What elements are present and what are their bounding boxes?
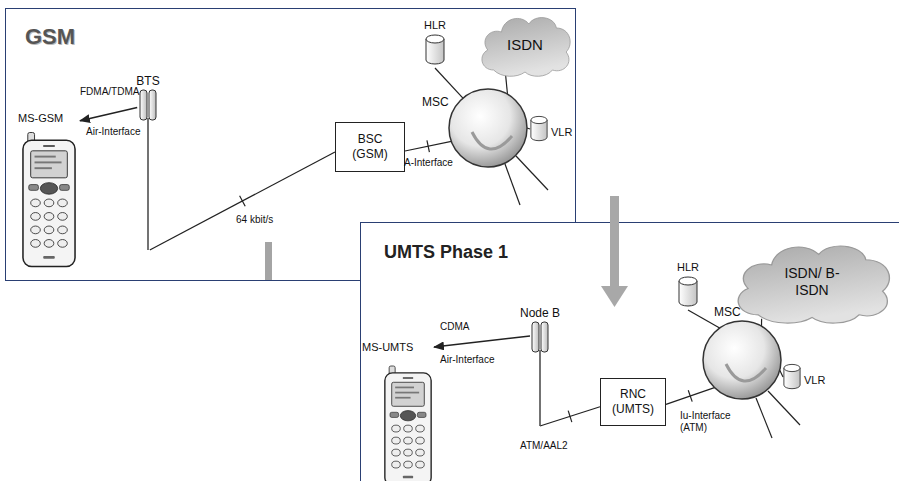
- database-icon: [530, 115, 548, 143]
- phone-icon: [22, 131, 76, 269]
- interface-tick: [240, 196, 246, 207]
- connector: [540, 407, 600, 426]
- air-interface-label: Air-Interface: [440, 354, 494, 366]
- network-label: ISDN: [507, 36, 543, 54]
- network-label: ISDN/ B-ISDN: [781, 265, 843, 299]
- database-cylinder: VLR: [783, 362, 828, 392]
- station-label: BTS: [130, 74, 166, 88]
- transition-bar: [265, 242, 272, 280]
- base-station: Node B: [515, 306, 565, 426]
- switch-circle: MSC: [702, 320, 782, 400]
- network-cloud: ISDN: [476, 10, 574, 80]
- switch-label: MSC: [714, 305, 741, 319]
- network-panel: UMTS Phase 1 MS-UMTS Node B RNC (UMTS) MSC HL…: [360, 222, 899, 481]
- umts-panel-frame: [361, 223, 899, 481]
- database-cylinder: VLR: [530, 115, 575, 143]
- connector: [435, 68, 463, 98]
- edge-label-holder: ATM/AAL2: [520, 440, 568, 452]
- interface-label: CDMA: [440, 321, 469, 333]
- trunk-line: [768, 391, 800, 425]
- interface-label: ATM/AAL2: [520, 440, 568, 452]
- label-holder: Air-Interface: [86, 126, 140, 138]
- database-label: VLR: [804, 373, 825, 387]
- evolution-arrow-head: [601, 286, 628, 307]
- edge-label-holder: FDMA/TDMA: [80, 86, 139, 98]
- database-cylinder: HLR: [672, 260, 704, 310]
- database-label: VLR: [551, 125, 572, 139]
- database-label: HLR: [420, 18, 450, 32]
- base-station: BTS: [130, 74, 166, 250]
- connector: [150, 152, 335, 250]
- switch-disc: [448, 88, 528, 168]
- phone-icon: [384, 364, 432, 481]
- switch-label: MSC: [422, 95, 449, 109]
- station-label: MS-GSM: [18, 111, 80, 125]
- antenna-mast: [130, 88, 166, 250]
- database-label: HLR: [672, 260, 704, 274]
- edge-label-holder: 64 kbit/s: [236, 214, 273, 226]
- edge-label-holder: A-Interface: [404, 157, 453, 169]
- edge-label-holder: Iu-Interface (ATM): [680, 410, 750, 434]
- interface-tick: [568, 411, 572, 422]
- connector: [780, 370, 783, 377]
- interface-label: Iu-Interface (ATM): [680, 410, 750, 434]
- network-panel: GSM MS-GSM BTS BSC (GSM) MSC HLR ISDN VLR: [5, 8, 575, 280]
- antenna-mast: [515, 320, 565, 426]
- database-cylinder: HLR: [420, 18, 450, 68]
- connector: [666, 388, 714, 405]
- edge-label-holder: CDMA: [440, 321, 469, 333]
- connector: [434, 336, 530, 347]
- controller-label: BSC (GSM): [346, 132, 394, 162]
- station-label: MS-UMTS: [362, 340, 434, 354]
- network-cloud: ISDN/ B-ISDN: [728, 236, 896, 328]
- evolution-arrow-shaft: [610, 196, 619, 288]
- connector: [80, 107, 137, 120]
- interface-label: FDMA/TDMA: [80, 86, 139, 98]
- database-icon: [678, 276, 698, 308]
- panel-title: UMTS Phase 1: [384, 242, 508, 263]
- trunk-line: [516, 156, 548, 190]
- label-holder: Air-Interface: [440, 354, 494, 366]
- connector: [761, 319, 762, 326]
- controller-box: BSC (GSM): [335, 122, 405, 172]
- mobile-station: MS-GSM: [18, 111, 80, 275]
- trunk-line: [505, 164, 520, 205]
- controller-box: RNC (UMTS): [600, 378, 666, 426]
- interface-label: A-Interface: [404, 157, 453, 169]
- trunk-line: [756, 398, 772, 438]
- switch-circle: MSC: [448, 88, 528, 168]
- database-icon: [783, 362, 801, 392]
- interface-label: 64 kbit/s: [236, 214, 273, 226]
- interface-tick: [688, 390, 692, 401]
- air-interface-label: Air-Interface: [86, 126, 140, 138]
- panel-title: GSM: [25, 24, 75, 50]
- controller-label: RNC (UMTS): [609, 387, 657, 417]
- database-icon: [425, 34, 445, 66]
- station-label: Node B: [515, 306, 565, 320]
- interface-tick: [427, 140, 429, 152]
- mobile-station: MS-UMTS: [362, 340, 434, 481]
- switch-disc: [702, 320, 782, 400]
